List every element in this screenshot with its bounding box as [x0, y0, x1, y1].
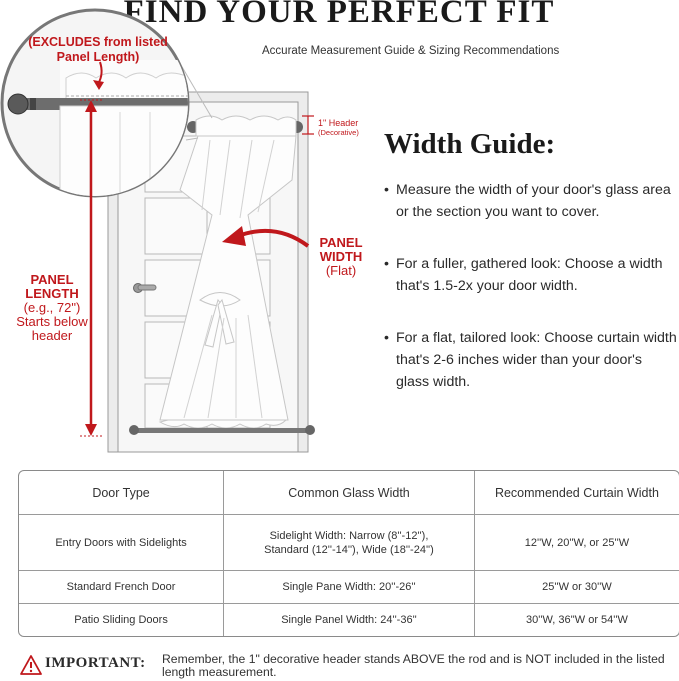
important-label: IMPORTANT: — [45, 655, 146, 671]
table-header-cell: Common Glass Width — [223, 471, 475, 515]
door-handle-icon — [133, 283, 157, 293]
important-text: Remember, the 1" decorative header stand… — [162, 652, 665, 679]
header-note-main: 1" Header — [318, 118, 359, 128]
panel-width-sub: (Flat) — [325, 263, 357, 278]
page-subtitle: Accurate Measurement Guide & Sizing Reco… — [262, 45, 560, 57]
header-bracket — [302, 115, 314, 135]
magnifier-connector — [177, 59, 213, 141]
excludes-arrow — [93, 61, 104, 90]
table-cell: Sidelight Width: Narrow (8''-12''), Stan… — [223, 514, 475, 572]
panel-width-label: PANEL WIDTH (Flat) — [306, 236, 376, 278]
panel-width-arrow — [222, 226, 310, 248]
width-guide-heading: Width Guide: — [384, 128, 556, 160]
sizing-table: Door Type Common Glass Width Recommended… — [18, 470, 679, 637]
width-guide-bullet: For a fuller, gathered look: Choose a wi… — [384, 253, 678, 297]
bottom-rod — [129, 425, 315, 435]
curtain-panel — [158, 115, 297, 429]
table-cell: Standard French Door — [19, 570, 225, 605]
width-guide-list: Measure the width of your door's glass a… — [384, 179, 678, 423]
excludes-note: (EXCLUDES from listed Panel Length) — [28, 35, 168, 64]
table-row: Standard French Door Single Pane Width: … — [19, 570, 679, 605]
table-cell: Single Panel Width: 24''-36'' — [223, 603, 475, 636]
table-cell: Single Pane Width: 20''-26'' — [223, 570, 475, 605]
warning-icon — [20, 655, 42, 675]
panel-length-example: (e.g., 72") — [23, 300, 81, 315]
table-cell: 12''W, 20''W, or 25''W — [474, 514, 679, 572]
table-row: Entry Doors with Sidelights Sidelight Wi… — [19, 514, 679, 572]
table-header-row: Door Type Common Glass Width Recommended… — [19, 471, 679, 515]
table-cell: 25''W or 30''W — [474, 570, 679, 605]
rod-finial-icon — [7, 93, 36, 115]
page-title: FIND YOUR PERFECT FIT — [123, 0, 555, 30]
panel-length-label: PANEL LENGTH (e.g., 72") Starts below he… — [8, 273, 96, 343]
table-cell: Entry Doors with Sidelights — [19, 514, 225, 572]
panel-width-title: PANEL WIDTH — [319, 235, 363, 264]
header-note: 1" Header (Decorative) — [318, 118, 359, 138]
panel-length-note: Starts below header — [16, 314, 88, 343]
width-guide-bullet: For a flat, tailored look: Choose curtai… — [384, 327, 678, 393]
table-header-cell: Door Type — [19, 471, 225, 515]
header-note-sub: (Decorative) — [318, 128, 359, 137]
table-cell: 30''W, 36''W or 54''W — [526, 614, 628, 627]
width-guide-bullet: Measure the width of your door's glass a… — [384, 179, 678, 223]
important-note: IMPORTANT: Remember, the 1" decorative h… — [20, 653, 679, 681]
table-cell: Patio Sliding Doors — [19, 603, 225, 636]
curtain-illustration — [0, 8, 315, 453]
panel-length-title: PANEL LENGTH — [25, 272, 79, 301]
table-row: Patio Sliding Doors Single Panel Width: … — [19, 603, 679, 636]
table-header-cell: Recommended Curtain Width — [474, 471, 679, 515]
panel-length-arrow — [80, 99, 102, 437]
